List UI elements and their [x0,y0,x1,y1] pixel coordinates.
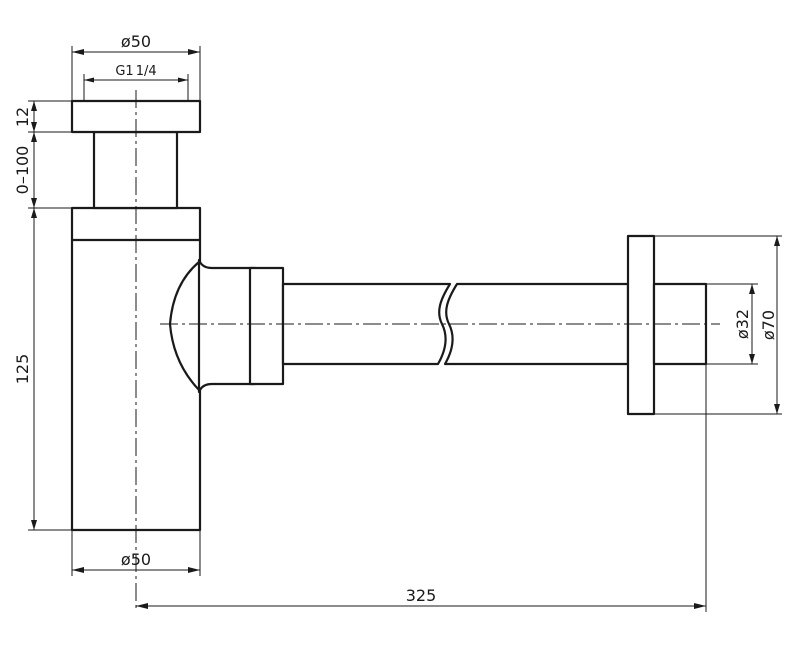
total-length-label: 325 [406,586,437,605]
extension-range-label: 0–100 [13,146,32,195]
top-diameter-label: ø50 [121,32,151,51]
dim-pipe-diameter: ø32 [706,283,758,365]
bottom-diameter-label: ø50 [121,550,151,569]
wall-flange [626,234,708,416]
pipe-diameter-label: ø32 [733,309,752,339]
thread-fraction: 1/4 [136,64,157,79]
dim-bottom-diameter: ø50 [71,530,201,576]
dim-flange-diameter: ø70 [654,235,782,415]
thread-size: G1 [115,64,133,79]
dim-total-length: 325 [136,364,707,612]
flange-diameter-label: ø70 [759,310,778,340]
dim-top-diameter: ø50 [71,32,201,101]
elbow-outlet [168,258,285,394]
cap-height-label: 12 [13,107,32,127]
horizontal-pipe [281,282,630,366]
center-lines [135,90,720,610]
dim-left-chain: 12 0–100 125 [13,100,94,531]
body-height-label: 125 [13,354,32,385]
